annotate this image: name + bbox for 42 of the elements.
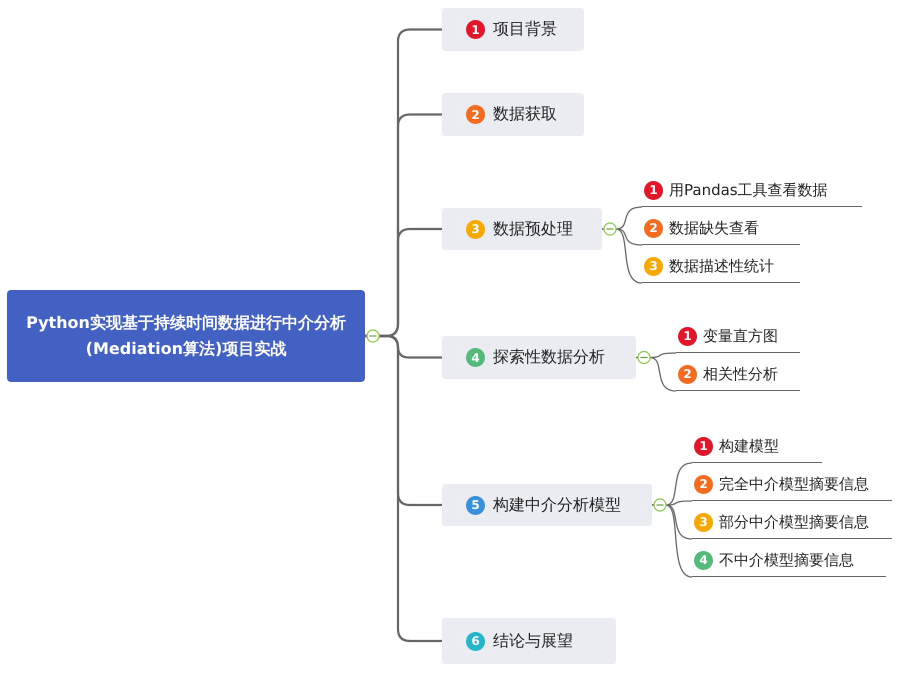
subtopic-label: 变量直方图 bbox=[703, 326, 778, 346]
step-number: 5 bbox=[466, 496, 485, 514]
step-number: 1 bbox=[466, 20, 485, 39]
topic-box bbox=[442, 336, 636, 379]
step-number: 3 bbox=[644, 256, 663, 276]
connector-line bbox=[636, 356, 676, 392]
topic-box bbox=[442, 484, 652, 526]
subtopic-label: 构建模型 bbox=[719, 436, 779, 456]
topic-label: 数据获取 bbox=[493, 104, 557, 125]
step-number: 1 bbox=[644, 180, 663, 200]
subtopic-label: 数据缺失查看 bbox=[669, 218, 759, 238]
subtopic-label: 相关性分析 bbox=[703, 364, 778, 384]
topic-label: 数据预处理 bbox=[493, 218, 573, 240]
connector-line bbox=[602, 228, 642, 284]
step-number: 3 bbox=[466, 220, 485, 238]
step-number: 1 bbox=[694, 436, 713, 456]
step-number: 6 bbox=[466, 632, 485, 650]
root-topic-title: Python实现基于持续时间数据进行中介分析(Mediation算法)项目实战 bbox=[25, 312, 347, 360]
subtopic-label: 用Pandas工具查看数据 bbox=[669, 180, 828, 200]
subtopic-label: 完全中介模型摘要信息 bbox=[719, 474, 869, 494]
topic-label: 结论与展望 bbox=[493, 630, 573, 652]
step-number: 2 bbox=[644, 218, 663, 238]
subtopic-label: 数据描述性统计 bbox=[669, 256, 774, 276]
root-topic-box bbox=[7, 290, 365, 382]
connector-line bbox=[365, 334, 442, 642]
topic-label: 探索性数据分析 bbox=[493, 347, 605, 368]
connector-line bbox=[652, 504, 692, 578]
topic-box bbox=[442, 93, 584, 136]
step-number: 2 bbox=[678, 364, 697, 384]
topic-label: 构建中介分析模型 bbox=[493, 494, 621, 516]
topic-box bbox=[442, 208, 602, 250]
topic-box bbox=[442, 8, 584, 51]
step-number: 4 bbox=[466, 348, 485, 367]
step-number: 1 bbox=[678, 326, 697, 346]
step-number: 3 bbox=[694, 512, 713, 532]
step-number: 4 bbox=[694, 550, 713, 570]
subtopic-label: 不中介模型摘要信息 bbox=[719, 550, 854, 570]
topic-label: 项目背景 bbox=[493, 19, 557, 40]
topic-box bbox=[442, 618, 616, 664]
step-number: 2 bbox=[466, 105, 485, 124]
step-number: 2 bbox=[694, 474, 713, 494]
subtopic-label: 部分中介模型摘要信息 bbox=[719, 512, 869, 532]
